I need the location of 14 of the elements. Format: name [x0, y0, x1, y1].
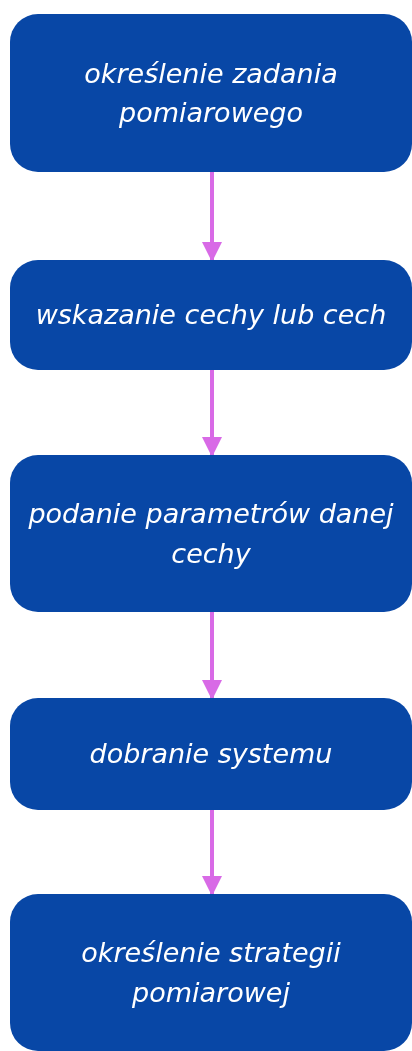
arrow: [202, 612, 222, 700]
process-box: [10, 894, 412, 1051]
step-label: określenie strategii pomiarowej: [80, 936, 342, 1010]
process-box: [10, 455, 412, 612]
process-box: [10, 14, 412, 172]
arrow: [202, 172, 222, 262]
process-box: [10, 260, 412, 370]
process-box: [10, 698, 412, 810]
step-label: dobranie systemu: [89, 737, 333, 772]
step-label: określenie zadania pomiarowego: [83, 56, 339, 130]
arrow: [202, 370, 222, 457]
arrow: [202, 810, 222, 896]
step-label: podanie parametrów danej cechy: [27, 497, 395, 571]
step-label: wskazanie cechy lub cech: [35, 298, 387, 333]
